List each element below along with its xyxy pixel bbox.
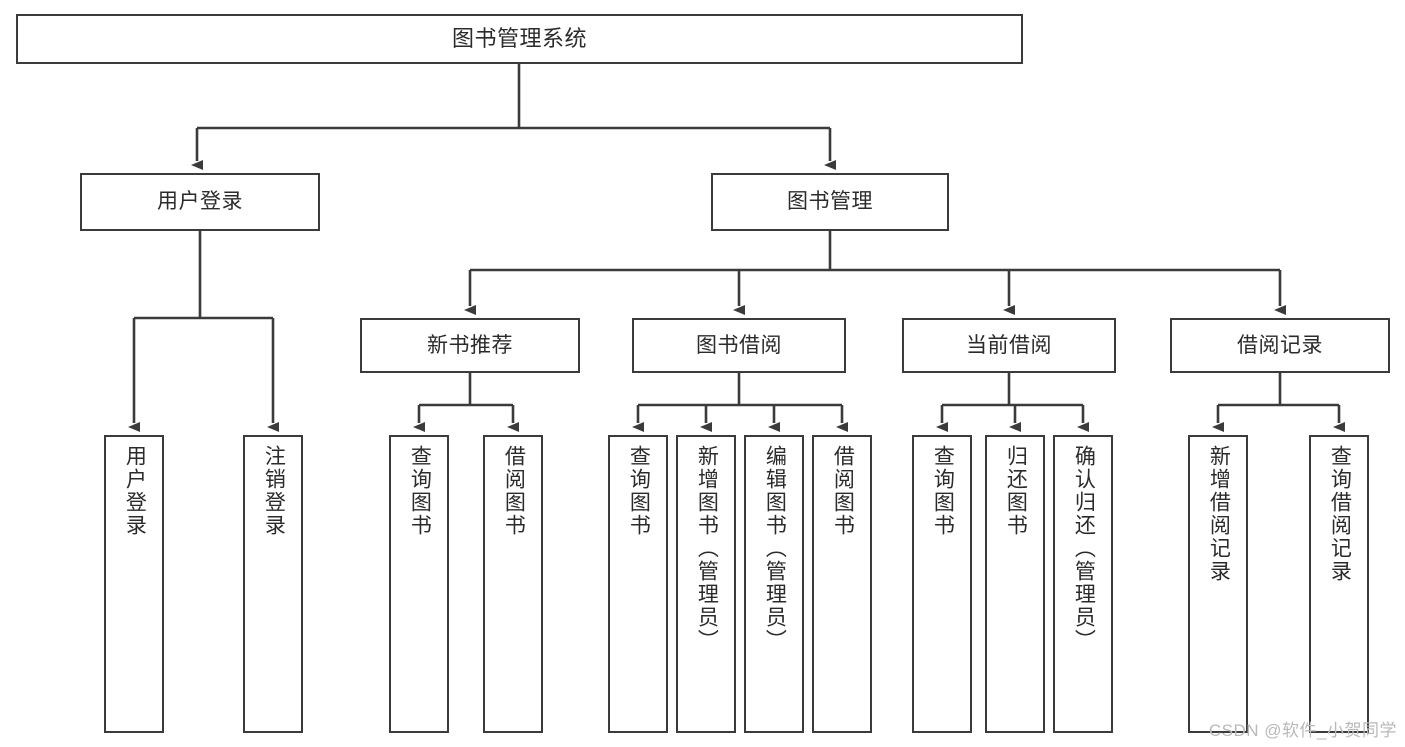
leaf-return-book[interactable]: 归还图书 — [985, 435, 1045, 733]
node-label: 用户登录 — [123, 445, 147, 537]
node-label: 查询借阅记录 — [1328, 445, 1352, 583]
node-user-login[interactable]: 用户登录 — [80, 173, 320, 231]
leaf-borrow-book-recommend[interactable]: 借阅图书 — [483, 435, 543, 733]
node-label: 图书借阅 — [696, 333, 782, 357]
node-root-system[interactable]: 图书管理系统 — [16, 14, 1023, 64]
node-label: 借阅记录 — [1237, 333, 1323, 357]
node-label: 查询图书 — [931, 445, 955, 537]
leaf-query-borrow-record[interactable]: 查询借阅记录 — [1309, 435, 1369, 733]
leaf-add-book-admin[interactable]: 新增图书（管理员） — [676, 435, 736, 733]
node-current-borrow[interactable]: 当前借阅 — [902, 318, 1116, 373]
node-label: 新增图书（管理员） — [695, 445, 719, 652]
node-label: 编辑图书（管理员） — [763, 445, 787, 652]
leaf-add-borrow-record[interactable]: 新增借阅记录 — [1188, 435, 1248, 733]
node-label: 新增借阅记录 — [1207, 445, 1231, 583]
leaf-confirm-return-admin[interactable]: 确认归还（管理员） — [1053, 435, 1113, 733]
node-label: 图书管理系统 — [451, 25, 587, 51]
node-label: 新书推荐 — [427, 333, 513, 357]
leaf-query-book-recommend[interactable]: 查询图书 — [389, 435, 449, 733]
node-book-manage[interactable]: 图书管理 — [711, 173, 949, 231]
node-label: 借阅图书 — [831, 445, 855, 537]
node-label: 查询图书 — [408, 445, 432, 537]
watermark: CSDN @软件_小贺同学 — [1208, 721, 1397, 740]
node-label: 注销登录 — [262, 445, 286, 537]
node-label: 当前借阅 — [966, 333, 1052, 357]
node-book-borrow[interactable]: 图书借阅 — [632, 318, 846, 373]
leaf-query-book-borrow[interactable]: 查询图书 — [608, 435, 668, 733]
node-new-book-recommend[interactable]: 新书推荐 — [360, 318, 580, 373]
leaf-edit-book-admin[interactable]: 编辑图书（管理员） — [744, 435, 804, 733]
node-label: 图书管理 — [787, 190, 873, 214]
node-borrow-record[interactable]: 借阅记录 — [1170, 318, 1390, 373]
node-label: 查询图书 — [627, 445, 651, 537]
leaf-borrow-book[interactable]: 借阅图书 — [812, 435, 872, 733]
node-label: 确认归还（管理员） — [1072, 445, 1096, 652]
node-label: 借阅图书 — [502, 445, 526, 537]
leaf-user-login[interactable]: 用户登录 — [104, 435, 164, 733]
leaf-query-book-current[interactable]: 查询图书 — [912, 435, 972, 733]
node-label: 用户登录 — [157, 190, 243, 214]
leaf-user-logout[interactable]: 注销登录 — [243, 435, 303, 733]
node-label: 归还图书 — [1004, 445, 1028, 537]
